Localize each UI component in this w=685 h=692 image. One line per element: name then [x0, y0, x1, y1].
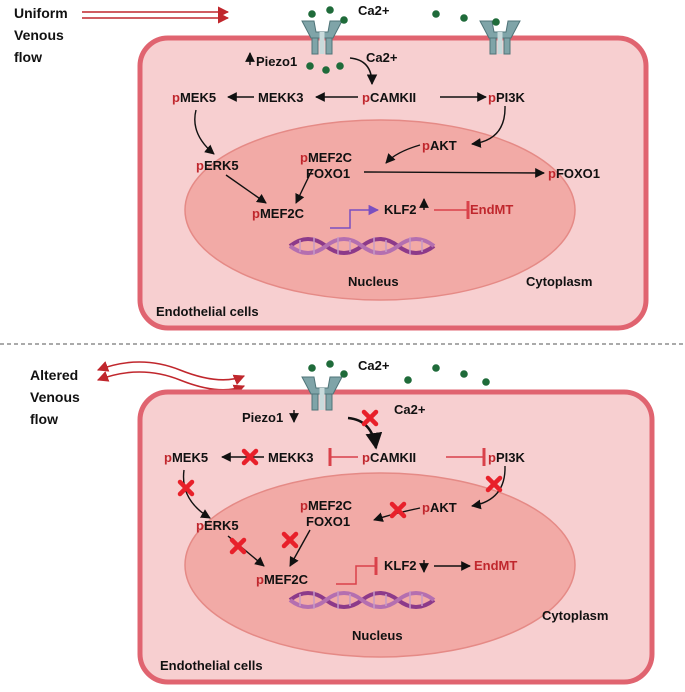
erk5-node: pERK5: [196, 158, 239, 173]
foxo1-node: FOXO1: [306, 514, 350, 529]
ion-dot-icon: [404, 376, 412, 384]
cytoplasm-label: Cytoplasm: [542, 608, 608, 623]
ca-outside: Ca2+: [358, 358, 390, 373]
mekk3-node: MEKK3: [258, 90, 304, 105]
akt-node: pAKT: [422, 138, 457, 153]
flow-label-line3: flow: [30, 411, 58, 427]
pi3k-node: pPI3K: [488, 450, 525, 465]
mekk3-node: MEKK3: [268, 450, 314, 465]
foxo1-node: FOXO1: [306, 166, 350, 181]
pfoxo1-node: pFOXO1: [548, 166, 600, 181]
erk5-node: pERK5: [196, 518, 239, 533]
ion-dot-icon: [322, 66, 330, 74]
cell-label: Endothelial cells: [160, 658, 263, 673]
camkii-node: pCAMKII: [362, 90, 416, 105]
dna-helix-icon: [288, 591, 436, 609]
altered-flow-arrows: [96, 361, 246, 396]
klf2-node: KLF2: [384, 558, 417, 573]
mef2c-foxo1-node: pMEF2C: [300, 498, 353, 513]
ion-dots: [308, 360, 490, 386]
ion-dot-icon: [482, 378, 490, 386]
cell-label: Endothelial cells: [156, 304, 259, 319]
akt-node: pAKT: [422, 500, 457, 515]
nucleus-label: Nucleus: [352, 628, 403, 643]
ca-outside: Ca2+: [358, 3, 390, 18]
ca-inside: Ca2+: [366, 50, 398, 65]
mek5-node: pMEK5: [172, 90, 216, 105]
ion-dot-icon: [306, 62, 314, 70]
ion-dot-icon: [460, 14, 468, 22]
ion-dot-icon: [326, 6, 334, 14]
ion-dots: [306, 6, 500, 74]
ion-dot-icon: [308, 364, 316, 372]
ion-dot-icon: [336, 62, 344, 70]
ion-dot-icon: [340, 16, 348, 24]
pi3k-node: pPI3K: [488, 90, 525, 105]
ion-dot-icon: [340, 370, 348, 378]
ion-dot-icon: [432, 364, 440, 372]
nucleus: [184, 472, 576, 658]
promoter-arrow: [330, 204, 380, 229]
nucleus-label: Nucleus: [348, 274, 399, 289]
camkii-node: pCAMKII: [362, 450, 416, 465]
cytoplasm-label: Cytoplasm: [526, 274, 592, 289]
piezo-label: Piezo1: [256, 54, 297, 69]
nucleus: [184, 119, 576, 301]
mef2c-node: pMEF2C: [256, 572, 309, 587]
panel-bottom: Altered Venous flow Ca2+ Ca2+ Piezo1 pCA…: [30, 358, 655, 685]
flow-label-line1: Uniform: [14, 5, 68, 21]
flow-label-line2: Venous: [30, 389, 80, 405]
dna-helix-icon: [288, 237, 436, 255]
uniform-flow-arrows: [82, 6, 230, 24]
endmt-node: EndMT: [474, 558, 517, 573]
mef2c-foxo1-node: pMEF2C: [300, 150, 353, 165]
ion-dot-icon: [492, 18, 500, 26]
klf2-node: KLF2: [384, 202, 417, 217]
mef2c-node: pMEF2C: [252, 206, 305, 221]
endmt-node: EndMT: [470, 202, 513, 217]
ca-to-camkii-arrow: [347, 416, 383, 450]
inhibition-lines: [328, 448, 486, 585]
ion-dot-icon: [460, 370, 468, 378]
mek5-node: pMEK5: [164, 450, 208, 465]
ca-inside: Ca2+: [394, 402, 426, 417]
panel-top: Uniform Venous flow Ca2+ Ca2+ Piezo1 pCA…: [14, 3, 649, 331]
flow-label-line2: Venous: [14, 27, 64, 43]
flow-label-line1: Altered: [30, 367, 78, 383]
piezo-label: Piezo1: [242, 410, 283, 425]
ca-to-camkii-arrow: [349, 57, 378, 86]
ion-dot-icon: [326, 360, 334, 368]
top-pathway-arrows: [194, 92, 545, 204]
ion-dot-icon: [308, 10, 316, 18]
ion-dot-icon: [432, 10, 440, 18]
flow-label-line3: flow: [14, 49, 42, 65]
